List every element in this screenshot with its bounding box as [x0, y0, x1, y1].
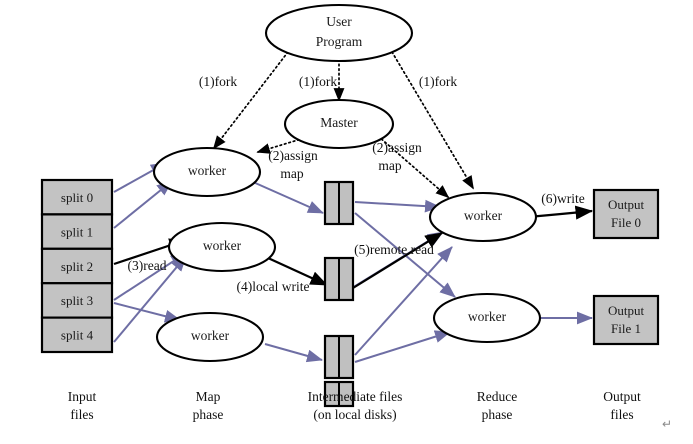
intermediate-stack-4[interactable] — [323, 380, 355, 408]
worker-to-intermediate-arrows — [252, 181, 324, 363]
arrow-map-worker-3-to-stack-4 — [264, 343, 323, 363]
reduce-worker-1-label: worker — [464, 208, 503, 223]
output-file-label-1-line1: Output — [608, 303, 645, 318]
arrow-assign-map-master-to-reduce-worker-1 — [377, 135, 450, 199]
caption-output-files-line1: Output — [603, 389, 641, 404]
map-worker-1-node[interactable]: worker — [152, 146, 262, 198]
split-label-1: split 1 — [61, 224, 93, 239]
split-label-4: split 4 — [61, 328, 94, 343]
arrow-stack-1-to-reduce-worker-1 — [354, 199, 441, 213]
reduce-worker-2-node[interactable]: worker — [432, 292, 542, 344]
output-file-box-0[interactable] — [592, 188, 660, 240]
arrow-split3-to-map-worker-3 — [113, 302, 181, 323]
label-assign-map-right-line1: (2)assign — [372, 140, 422, 155]
output-file-label-0-line2: File 0 — [611, 215, 641, 230]
caption-reduce-phase-line1: Reduce — [477, 389, 517, 404]
split-box-2[interactable] — [40, 247, 114, 285]
intermediate-stack-1[interactable] — [323, 180, 355, 226]
label-write: (6)write — [541, 191, 584, 206]
label-remote-read: (5)remote read — [354, 242, 434, 257]
caption-reduce-phase-line2: phase — [482, 407, 513, 422]
output-file-label-1-line2: File 1 — [611, 321, 641, 336]
map-worker-3-label: worker — [191, 328, 230, 343]
caption-output-files-line2: files — [610, 407, 633, 422]
intermediate-stacks-group — [323, 180, 355, 408]
caption-intermediate-files-line1: Intermediate files — [308, 389, 403, 404]
reduce-worker-1-node[interactable]: worker — [428, 191, 538, 243]
step-labels-group: (1)fork (1)fork (1)fork (2)assign map (2… — [128, 74, 585, 294]
reduce-worker-2-label: worker — [468, 309, 507, 324]
arrow-map-worker-1-to-stack-1 — [252, 181, 324, 214]
label-assign-map-left-line1: (2)assign — [268, 148, 318, 163]
arrow-split4-to-map-worker-2 — [113, 255, 187, 343]
split-label-3: split 3 — [61, 293, 93, 308]
input-splits-group: split 0 split 1 split 2 split 3 split 4 — [40, 178, 114, 354]
intermediate-stack-3[interactable] — [323, 334, 355, 380]
split-box-1[interactable] — [40, 213, 114, 250]
arrow-stack-4-to-reduce-worker-1 — [354, 246, 453, 356]
caption-map-phase-line2: phase — [193, 407, 224, 422]
map-worker-3-node[interactable]: worker — [155, 311, 265, 363]
split-label-0: split 0 — [61, 190, 93, 205]
caption-input-files-line1: Input — [68, 389, 97, 404]
split-box-4[interactable] — [40, 316, 114, 354]
label-fork-right: (1)fork — [419, 74, 457, 89]
output-files-group: Output File 0 Output File 1 — [592, 188, 660, 346]
caption-intermediate-files-line2: (on local disks) — [313, 407, 396, 422]
arrow-fork-user-program-to-map-worker-1 — [212, 51, 289, 150]
map-worker-2-node[interactable]: worker — [167, 221, 277, 273]
arrow-local-write-map-worker-2-to-stack-2 — [267, 256, 329, 287]
label-assign-map-left-line2: map — [280, 166, 303, 181]
arrow-split1-to-map-worker-1 — [113, 180, 173, 229]
paragraph-return-mark: ↵ — [662, 417, 672, 431]
arrow-write-reduce-worker-1-to-output-file-0 — [527, 205, 594, 220]
intermediate-stack-2[interactable] — [323, 256, 355, 302]
split-box-3[interactable] — [40, 282, 114, 319]
arrow-stack-4-to-reduce-worker-2 — [354, 330, 451, 363]
captions-group: Input files Map phase Intermediate files… — [68, 389, 641, 422]
output-file-label-0-line1: Output — [608, 197, 645, 212]
label-assign-map-right-line2: map — [378, 158, 401, 173]
caption-input-files-line2: files — [70, 407, 93, 422]
label-fork-middle: (1)fork — [299, 74, 337, 89]
label-local-write: (4)local write — [236, 279, 309, 294]
user-program-label-line1: User — [326, 14, 352, 29]
split-box-0[interactable] — [40, 178, 114, 216]
label-fork-left: (1)fork — [199, 74, 237, 89]
arrow-fork-user-program-to-reduce-worker-1 — [391, 51, 474, 190]
caption-map-phase-line1: Map — [196, 389, 221, 404]
label-read: (3)read — [128, 258, 167, 273]
output-file-box-1[interactable] — [592, 294, 660, 346]
split-label-2: split 2 — [61, 259, 93, 274]
map-worker-2-label: worker — [203, 238, 242, 253]
master-node[interactable]: Master — [283, 98, 395, 150]
arrow-remote-read-stack-2-to-reduce-worker-1 — [352, 232, 443, 289]
master-label: Master — [320, 115, 358, 130]
user-program-node[interactable]: User Program — [264, 3, 414, 63]
map-worker-1-label: worker — [188, 163, 227, 178]
user-program-label-line2: Program — [316, 34, 363, 49]
